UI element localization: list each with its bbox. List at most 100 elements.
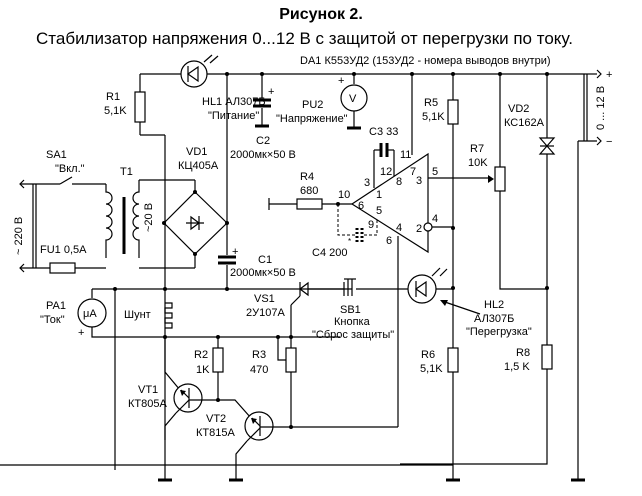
pu2-plus: + <box>338 75 344 87</box>
vd1-ref: VD1 <box>186 146 207 158</box>
t1-secondary-label: ~20 В <box>143 203 155 232</box>
sa1-switch-icon <box>59 176 73 185</box>
hl1-name: "Питание" <box>208 110 259 122</box>
r8-value: 1,5 K <box>504 361 530 373</box>
r6-resistor-icon <box>447 347 459 373</box>
r7-potentiometer-icon <box>494 166 506 192</box>
hl1-ref: HL1 АЛ307Б <box>202 96 266 108</box>
shunt-icon <box>164 302 173 329</box>
figure-subtitle: Стабилизатор напряжения 0...12 В с защит… <box>36 29 573 48</box>
r6-ref: R6 <box>421 349 435 361</box>
sb1-pushbutton-icon <box>343 278 356 296</box>
vs1-value: 2У107А <box>246 307 285 319</box>
pa1-name: "Ток" <box>40 314 65 326</box>
r2-value: 1K <box>196 364 210 376</box>
r7-ref: R7 <box>470 143 484 155</box>
sb1-ref: SB1 <box>340 304 361 316</box>
pin-4: 4 <box>396 222 402 234</box>
r3-ref: R3 <box>252 349 266 361</box>
c3-label: C3 33 <box>369 126 398 138</box>
vs1-ref: VS1 <box>254 293 275 305</box>
sa1-ref: SA1 <box>46 149 67 161</box>
r1-value: 5,1K <box>104 105 127 117</box>
pin-3: 3 <box>364 177 370 189</box>
vt2-ref: VT2 <box>206 413 226 425</box>
c1-ref: C1 <box>258 254 272 266</box>
c2-plus: + <box>268 86 274 98</box>
t1-secondary-coil-icon <box>132 180 140 258</box>
output-plus: + <box>606 69 612 81</box>
pu2-ref: PU2 <box>302 99 323 111</box>
shunt-label: Шунт <box>124 309 151 321</box>
pin-8: 8 <box>396 176 402 188</box>
pa1-ref: PA1 <box>46 300 66 312</box>
vd2-ref: VD2 <box>508 103 529 115</box>
r4-resistor-icon <box>296 198 323 210</box>
pin-5-out: 5 <box>432 166 438 178</box>
hl1-led-icon <box>180 54 219 88</box>
da1-opamp-icon <box>350 152 429 254</box>
r4-ref: R4 <box>300 171 314 183</box>
t1-primary-coil-icon <box>105 184 113 258</box>
r3-value: 470 <box>250 364 268 376</box>
pin-3-out: 3 <box>416 175 422 187</box>
pa1-symbol: μA <box>83 308 97 320</box>
t1-ref: T1 <box>120 166 133 178</box>
r4-value: 680 <box>300 185 318 197</box>
r6-value: 5,1K <box>420 363 443 375</box>
r8-resistor-icon <box>541 344 553 370</box>
pu2-name: "Напряжение" <box>276 113 348 125</box>
pin-6: 6 <box>386 235 392 247</box>
hl2-name: "Перегрузка" <box>466 326 532 338</box>
figure-title: Рисунок 2. <box>279 6 363 23</box>
sa1-name: "Вкл." <box>55 163 85 175</box>
r5-value: 5,1K <box>422 111 445 123</box>
r2-ref: R2 <box>194 349 208 361</box>
pin-2: 2 <box>416 223 422 235</box>
vt1-ref: VT1 <box>138 384 158 396</box>
vs1-thyristor-icon <box>290 281 309 306</box>
r5-resistor-icon <box>447 99 459 125</box>
r8-ref: R8 <box>516 347 530 359</box>
fu1-fuse-icon <box>49 262 76 274</box>
hl2-value: АЛ307Б <box>474 313 514 325</box>
pa1-plus: + <box>78 327 84 339</box>
mains-label: ~ 220 В <box>13 217 25 255</box>
vd2-value: КС162А <box>504 117 545 129</box>
da1-label: DA1 К553УД2 (153УД2 - номера выводов вну… <box>300 55 551 67</box>
vt1-value: КТ805А <box>128 398 167 410</box>
r3-potentiometer-icon <box>285 347 297 373</box>
vt2-value: КТ815А <box>196 427 235 439</box>
hl2-ref: HL2 <box>484 299 504 311</box>
output-voltage-label: 0 ... 12 В <box>595 86 607 130</box>
c1-plus: + <box>232 246 238 258</box>
c2-value: 2000мк×50 В <box>230 149 296 161</box>
pin-7: 7 <box>410 166 416 178</box>
vt1-transistor-icon <box>173 383 203 414</box>
pin-6-in: 6 <box>358 200 364 212</box>
r5-ref: R5 <box>424 97 438 109</box>
hl2-led-icon <box>407 267 448 304</box>
r2-resistor-icon <box>212 347 224 373</box>
pin-10: 10 <box>338 189 350 201</box>
pin-5: 5 <box>376 205 382 217</box>
vd1-value: КЦ405А <box>178 160 219 172</box>
pin-11: 11 <box>400 149 411 161</box>
sb1-name: "Сброс защиты" <box>312 329 394 341</box>
pu2-symbol: V <box>349 93 357 105</box>
sb1-type: Кнопка <box>334 316 371 328</box>
pin-9: 9 <box>368 219 374 231</box>
pin-4-out: 4 <box>432 213 438 225</box>
output-minus: − <box>606 136 612 148</box>
r1-resistor-icon <box>134 91 146 123</box>
c4-label: C4 200 <box>312 247 347 259</box>
fu1-label: FU1 0,5А <box>40 244 87 256</box>
pin-1: 1 <box>376 189 382 201</box>
pin-12: 12 <box>380 166 392 178</box>
c1-value: 2000мк×50 В <box>230 267 296 279</box>
r7-value: 10K <box>468 157 488 169</box>
vt2-transistor-icon <box>244 411 274 442</box>
c2-ref: C2 <box>256 135 270 147</box>
vd2-zener-icon <box>538 137 556 155</box>
